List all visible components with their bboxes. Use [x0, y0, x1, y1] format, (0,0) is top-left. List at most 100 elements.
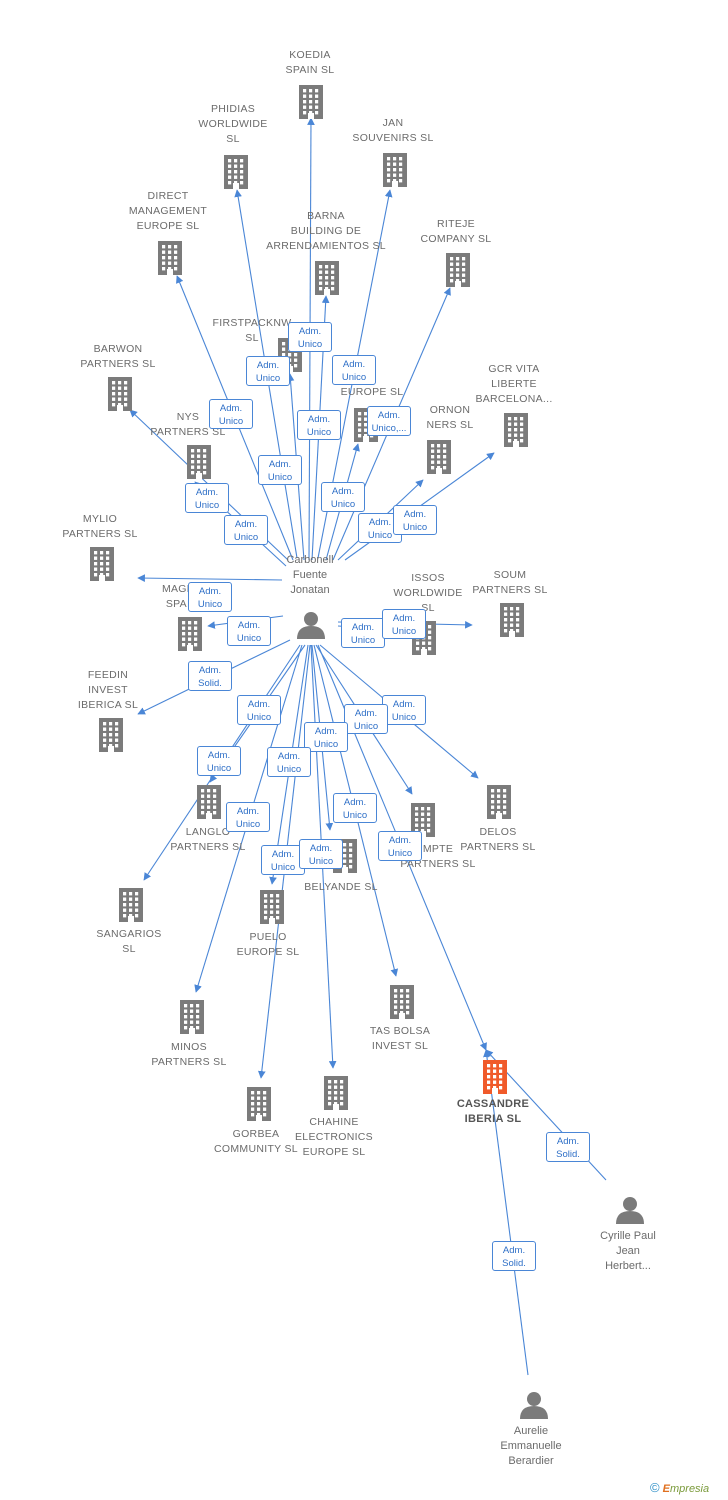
role-badge-line: Unico	[235, 819, 261, 830]
role-badge[interactable]: Adm.Unico	[344, 704, 388, 734]
building-icon[interactable]	[315, 261, 339, 295]
role-badge[interactable]: Adm.Unico	[224, 515, 268, 545]
role-badge[interactable]: Adm.Unico	[246, 356, 290, 386]
role-badge[interactable]: Adm.Unico	[393, 505, 437, 535]
role-badge[interactable]: Adm.Unico	[185, 483, 229, 513]
person-icon[interactable]	[520, 1392, 548, 1419]
role-badge[interactable]: Adm.Unico	[378, 831, 422, 861]
building-icon[interactable]	[108, 377, 132, 411]
role-badge[interactable]: Adm.Unico	[333, 793, 377, 823]
building-icon[interactable]	[99, 718, 123, 752]
building-icon[interactable]	[119, 888, 143, 922]
building-icon[interactable]	[224, 155, 248, 189]
company-label-jan-line: SOUVENIRS SL	[352, 132, 434, 144]
role-badge[interactable]: Adm.Unico	[188, 582, 232, 612]
company-label-soum-line: PARTNERS SL	[472, 584, 548, 596]
center-person-label[interactable]: Carbonell Fuente Jonatan	[275, 553, 345, 598]
role-badge[interactable]: Adm.Unico	[299, 839, 343, 869]
role-badge[interactable]: Adm.Solid.	[492, 1241, 536, 1271]
role-badge[interactable]: Adm.Unico	[321, 482, 365, 512]
company-label-barwon-line: BARWON	[93, 343, 143, 355]
role-badge[interactable]: Adm.Unico	[382, 695, 426, 725]
role-badge[interactable]: Adm.Unico	[226, 802, 270, 832]
company-label-ornon-line: ORNON	[429, 404, 471, 416]
role-badge[interactable]: Adm.Unico	[237, 695, 281, 725]
role-badge[interactable]: Adm.Unico	[261, 845, 305, 875]
person-label-aurelie-line: Berardier	[508, 1455, 554, 1467]
role-badge[interactable]: Adm.Unico	[258, 455, 302, 485]
company-label-koedia-line: KOEDIA	[289, 49, 331, 61]
company-label-puelo-line: PUELO	[249, 931, 287, 943]
building-icon[interactable]	[180, 1000, 204, 1034]
role-badge[interactable]: Adm.Unico	[267, 747, 311, 777]
building-icon[interactable]	[178, 617, 202, 651]
role-badge[interactable]: Adm.Unico	[304, 722, 348, 752]
icons-layer	[90, 85, 644, 1419]
building-icon[interactable]	[260, 890, 284, 924]
role-badge[interactable]: Adm.Unico	[209, 399, 253, 429]
building-icon[interactable]	[483, 1060, 507, 1094]
building-icon[interactable]	[197, 785, 221, 819]
building-icon[interactable]	[487, 785, 511, 819]
building-icon[interactable]	[299, 85, 323, 119]
brand-footer[interactable]: © Empresia	[650, 1480, 709, 1495]
building-icon[interactable]	[504, 413, 528, 447]
building-icon[interactable]	[158, 241, 182, 275]
building-icon[interactable]	[247, 1087, 271, 1121]
brand-initial: E	[662, 1483, 670, 1495]
company-label-belyande[interactable]: BELYANDE SL	[276, 880, 406, 895]
role-badge[interactable]: Adm.Unico	[341, 618, 385, 648]
role-badge[interactable]: Adm.Unico	[197, 746, 241, 776]
building-icon[interactable]	[383, 153, 407, 187]
building-icon[interactable]	[500, 603, 524, 637]
building-icon[interactable]	[390, 985, 414, 1019]
role-badge[interactable]: Adm.Unico	[288, 322, 332, 352]
building-icon[interactable]	[324, 1076, 348, 1110]
role-badge[interactable]: Adm.Unico	[382, 609, 426, 639]
role-badge[interactable]: Adm.Unico	[332, 355, 376, 385]
person-icon[interactable]	[616, 1197, 644, 1224]
person-icon[interactable]	[297, 612, 325, 639]
building-icon[interactable]	[446, 253, 470, 287]
role-badge[interactable]: Adm.Unico,...	[367, 406, 411, 436]
role-badge-line: Unico	[353, 721, 379, 732]
company-label-phidias-line: PHIDIAS	[210, 103, 256, 115]
role-badge[interactable]: Adm.Unico	[227, 616, 271, 646]
building-icon[interactable]	[427, 440, 451, 474]
role-badge[interactable]: Adm.Unico	[297, 410, 341, 440]
role-badge[interactable]: Adm.Solid.	[546, 1132, 590, 1162]
building-icon[interactable]	[187, 445, 211, 479]
building-icon[interactable]	[90, 547, 114, 581]
company-label-phidias-line: SL	[226, 133, 240, 145]
role-badge-line: Adm.	[403, 509, 427, 520]
role-badge[interactable]: Adm.Solid.	[188, 661, 232, 691]
